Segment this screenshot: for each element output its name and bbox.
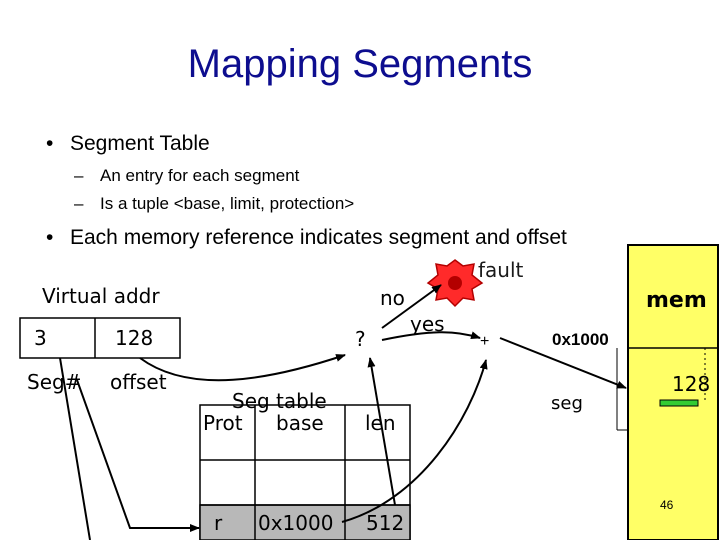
virtual-addr-label: Virtual addr (42, 284, 160, 308)
bounds-check-question: ? (355, 327, 366, 351)
segment-table-cell-len: 512 (366, 511, 405, 535)
memory-offset-label: 128 (672, 372, 711, 396)
memory-block (627, 244, 719, 540)
subbullet-tuple: Is a tuple <base, limit, protection> (100, 194, 355, 213)
memory-highlight-bar (659, 399, 699, 407)
memory-base-address: 0x1000 (552, 330, 609, 349)
offset-caption: offset (110, 370, 167, 394)
bullet-memory-reference: Each memory reference indicates segment … (70, 226, 567, 249)
adder-plus-icon: + (480, 333, 490, 350)
arrow-adder-to-memory (499, 337, 627, 389)
segment-table-header-prot: Prot (203, 411, 243, 435)
arrow-no-to-fault (381, 284, 442, 329)
segment-table-header-len: len (365, 411, 396, 435)
slide-title: Mapping Segments (187, 42, 533, 86)
subbullet-dash-2: – (74, 194, 84, 213)
segment-table-header-base: base (276, 411, 324, 435)
segment-table-cell-prot: r (214, 511, 223, 535)
virtual-addr-offset-value: 128 (115, 326, 154, 350)
page-number: 46 (660, 498, 674, 512)
segment-number-caption: Seg# (27, 370, 82, 394)
bullet-segment-table: Segment Table (70, 132, 210, 155)
arrow-yes-to-adder (381, 331, 481, 341)
arrow-base-to-adder (341, 359, 488, 523)
virtual-addr-segment-value: 3 (34, 326, 47, 350)
check-yes-label: yes (410, 312, 445, 336)
check-no-label: no (380, 286, 405, 310)
arrow-len-to-check (367, 357, 396, 506)
memory-seg-label: seg (551, 393, 583, 414)
arrow-offset-to-check (139, 354, 346, 382)
segment-table-cell-base: 0x1000 (258, 511, 334, 535)
bullet-marker-1: • (46, 132, 54, 155)
virtual-address-box (19, 317, 181, 359)
subbullet-entry-per-segment: An entry for each segment (100, 166, 300, 185)
bullet-marker-2: • (46, 226, 54, 249)
memory-label: mem (646, 288, 707, 313)
fault-burst-center (448, 276, 462, 290)
segment-table-highlight-row (199, 504, 411, 540)
segment-table-caption: Seg table (232, 389, 327, 413)
arrow-segment-to-table (59, 357, 91, 540)
arrow-segment-index (76, 379, 200, 532)
subbullet-dash-1: – (74, 166, 84, 185)
fault-label: fault (478, 258, 524, 282)
